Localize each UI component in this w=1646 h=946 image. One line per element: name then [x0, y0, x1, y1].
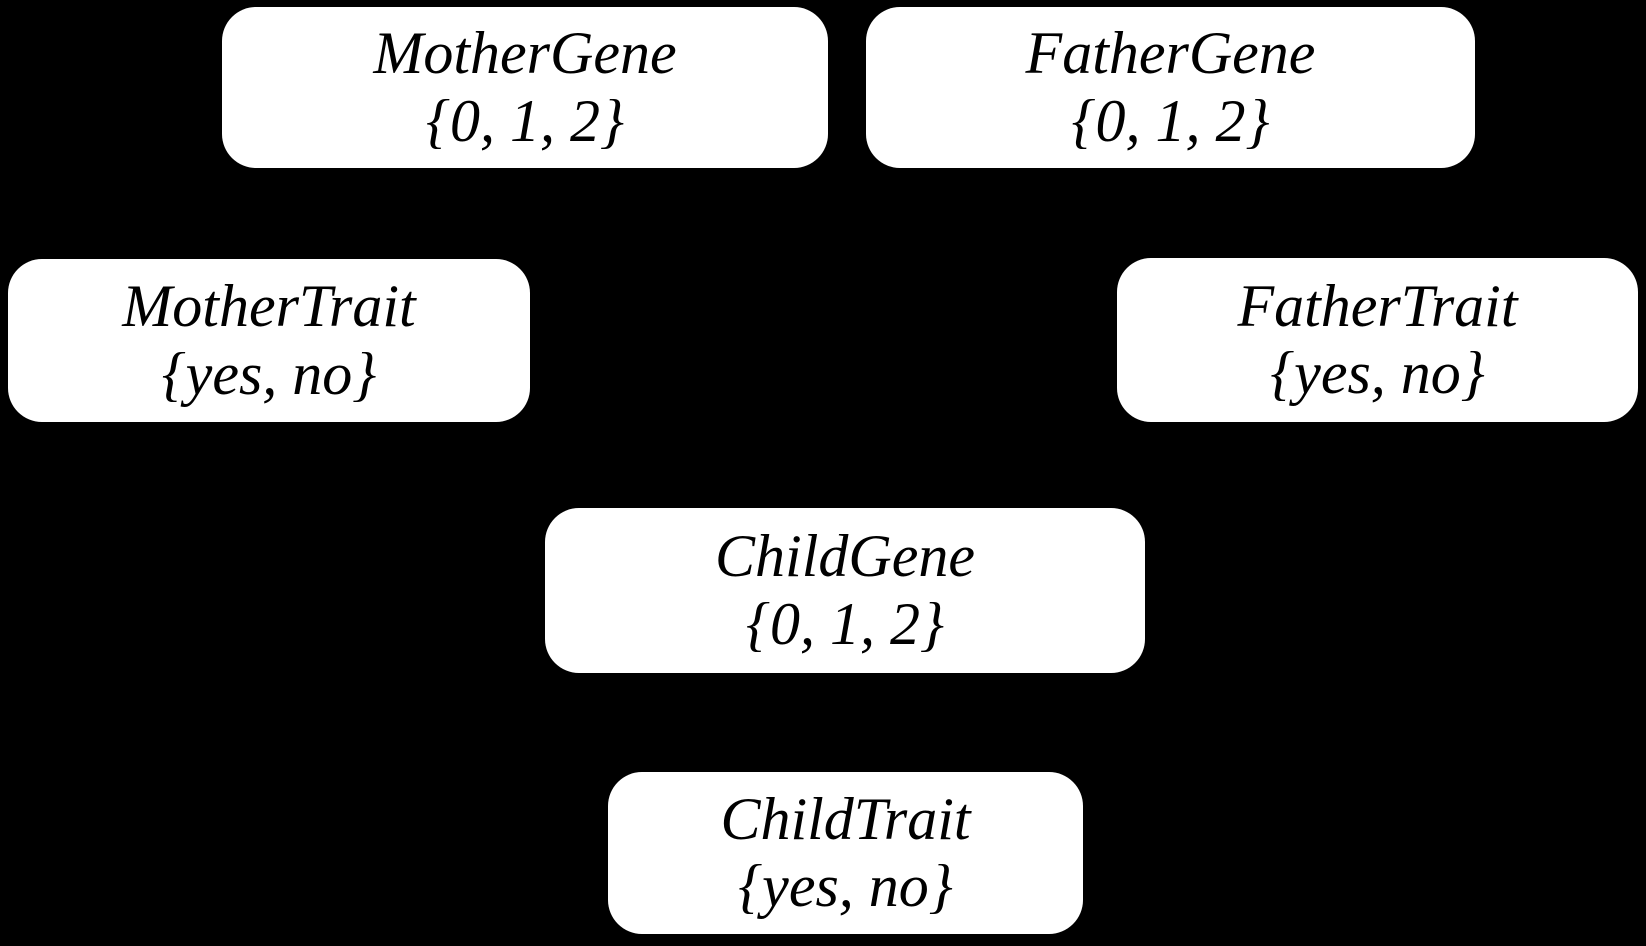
node-child-trait-label: ChildTrait [720, 785, 971, 852]
node-mother-gene: MotherGene {0, 1, 2} [222, 7, 828, 168]
node-father-gene-label: FatherGene [1025, 20, 1316, 87]
node-child-gene-label: ChildGene [715, 523, 975, 590]
node-father-gene-domain: {0, 1, 2} [1071, 87, 1270, 154]
node-mother-trait: MotherTrait {yes, no} [8, 259, 530, 422]
node-mother-gene-domain: {0, 1, 2} [426, 87, 624, 154]
node-father-trait-domain: {yes, no} [1270, 340, 1485, 406]
node-mother-trait-domain: {yes, no} [161, 340, 377, 407]
node-mother-gene-label: MotherGene [373, 20, 677, 87]
node-father-gene: FatherGene {0, 1, 2} [866, 7, 1475, 168]
node-father-trait: FatherTrait {yes, no} [1117, 258, 1638, 422]
node-mother-trait-label: MotherTrait [122, 273, 416, 340]
node-child-gene-domain: {0, 1, 2} [746, 590, 944, 657]
node-child-gene: ChildGene {0, 1, 2} [545, 508, 1145, 673]
node-father-trait-label: FatherTrait [1237, 272, 1518, 339]
node-child-trait: ChildTrait {yes, no} [608, 772, 1083, 934]
node-child-trait-domain: {yes, no} [738, 853, 953, 919]
